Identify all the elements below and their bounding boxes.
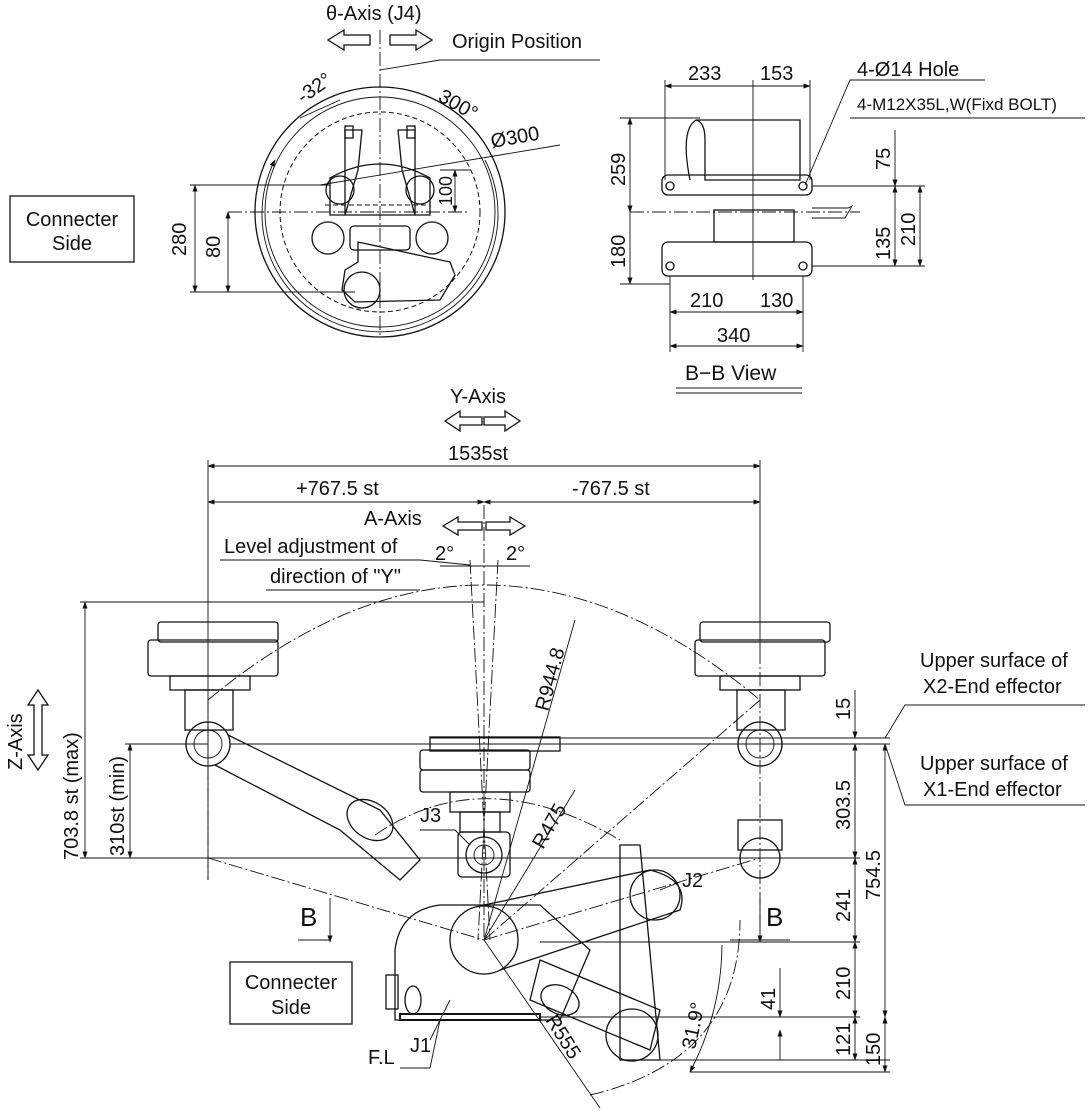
a-axis-arrow-icon [441, 515, 527, 537]
hole-label: 4-Ø14 Hole [857, 59, 959, 81]
dim-150: 150 [863, 1033, 885, 1066]
j1-label: J1 [410, 1035, 431, 1057]
dim-210-h: 210 [690, 290, 723, 312]
right-head [694, 621, 831, 930]
section-b-left: B [300, 902, 317, 932]
dim-754-5: 754.5 [863, 850, 885, 900]
angle-neg-label: -32° [293, 69, 336, 108]
stroke-neg: -767.5 st [572, 478, 650, 500]
connecter-side-main-line2: Side [271, 997, 311, 1019]
dim-80: 80 [203, 236, 225, 258]
bolt-label: 4-M12X35L,W(Fixd BOLT) [857, 95, 1057, 114]
dim-41: 41 [758, 988, 780, 1010]
angle-2-right: 2° [506, 543, 525, 565]
connecter-side-box-top [9, 195, 135, 263]
dim-153: 153 [760, 63, 793, 85]
dim-233: 233 [688, 63, 721, 85]
y-axis-arrow-icon [443, 409, 522, 433]
bb-view: 233 153 259 180 75 135 210 4-Ø14 Hole [608, 59, 1085, 394]
z-min-label: 310st (min) [107, 756, 129, 856]
top-view: θ-Axis (J4) Origin Position 300° -32° Ø3… [9, 3, 600, 338]
r944-label: R944.8 [532, 645, 570, 713]
x2-label-line1: Upper surface of [920, 650, 1068, 672]
left-head [147, 621, 421, 881]
j2-label: J2 [682, 870, 703, 892]
y-axis-label: Y-Axis [450, 386, 506, 408]
x1-label-line1: Upper surface of [920, 753, 1068, 775]
z-axis-label: Z-Axis [5, 713, 27, 770]
dim-121: 121 [833, 1023, 855, 1056]
dim-340: 340 [717, 325, 750, 347]
x1-label-line2: X1-End effector [923, 779, 1062, 801]
connecter-side-main-line1: Connecter [245, 972, 338, 994]
fl-label: F.L [368, 1047, 395, 1069]
level-adjust-line1: Level adjustment of [224, 536, 398, 558]
bb-view-title: B−B View [685, 362, 777, 385]
dim-210-main: 210 [833, 967, 855, 1000]
theta-axis-label: θ-Axis (J4) [326, 3, 422, 25]
angle-31-label: 31.9° [678, 1001, 709, 1051]
connecter-side-box-main [229, 961, 353, 1025]
dim-280: 280 [169, 223, 191, 256]
dim-100: 100 [436, 176, 456, 206]
section-b-right: B [766, 902, 783, 932]
dim-210-v: 210 [898, 213, 920, 246]
diameter-label: Ø300 [489, 123, 541, 153]
dim-75: 75 [873, 148, 895, 170]
stroke-pos: +767.5 st [296, 478, 379, 500]
dim-303-5: 303.5 [833, 780, 855, 830]
z-max-label: 703.8 st (max) [61, 732, 83, 860]
dim-180: 180 [608, 235, 630, 268]
angle-2-left: 2° [435, 543, 454, 565]
r475-label: R475 [528, 800, 571, 852]
main-view: Y-Axis 1535st +767.5 st -767.5 st A-Axis… [5, 386, 1085, 1109]
dim-130: 130 [760, 290, 793, 312]
origin-position-label: Origin Position [452, 31, 582, 53]
r555-label: R555 [541, 1011, 585, 1063]
connecter-side-top-line2: Side [52, 233, 92, 255]
dim-241: 241 [833, 889, 855, 922]
dim-15: 15 [833, 698, 855, 720]
z-axis-arrow-icon [26, 688, 50, 772]
base-j1 [385, 904, 591, 1021]
j3-label: J3 [420, 805, 441, 827]
angle-range-label: 300° [435, 85, 482, 125]
connecter-side-top-line1: Connecter [26, 209, 119, 231]
a-axis-label: A-Axis [364, 508, 422, 530]
x2-label-line2: X2-End effector [923, 676, 1062, 698]
dim-135: 135 [873, 227, 895, 260]
level-adjust-line2: direction of "Y" [270, 566, 401, 588]
theta-axis-arrow-icon [326, 28, 434, 52]
dim-259: 259 [608, 153, 630, 186]
stroke-total: 1535st [448, 443, 508, 465]
